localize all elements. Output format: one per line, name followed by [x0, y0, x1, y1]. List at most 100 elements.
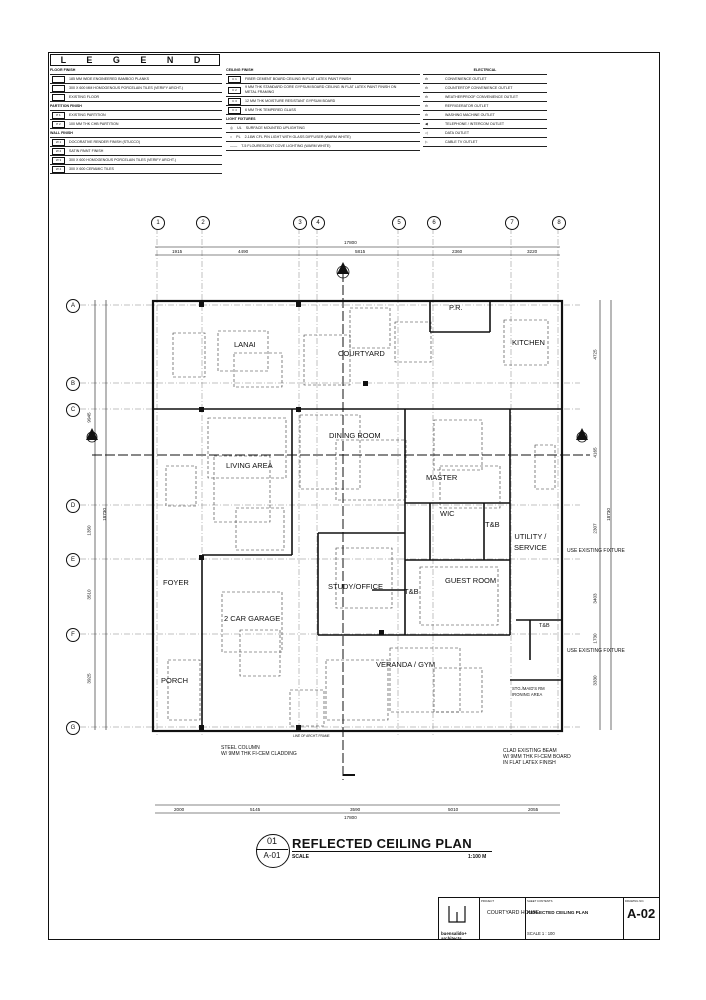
room-label-dining: DINING ROOM — [329, 431, 381, 440]
scale-value: 1:100 M — [468, 854, 487, 860]
dimension-bottom: 5145 — [250, 807, 261, 812]
room-label-powder-room: P.R. — [449, 303, 463, 312]
room-label-garage: 2 CAR GARAGE — [224, 614, 281, 623]
project-label: PROJECT — [481, 899, 495, 903]
dimension-bottom: 3590 — [350, 807, 361, 812]
electrical-header: ELECTRICAL — [423, 66, 547, 75]
room-label-veranda: VERANDA / GYM — [376, 660, 436, 669]
dimension-right: 4165 — [592, 447, 598, 458]
grid-bubble-column: 8 — [552, 216, 566, 230]
dimension-left: 9945 — [86, 412, 92, 423]
room-label-study: STUDY/OFFICE — [328, 582, 384, 591]
title-block: buensalido+ architects PROJECT COURTYARD… — [438, 897, 660, 941]
legend-column-1: FLOOR FINISH 185 MM WIDE ENGINEERED BAMB… — [50, 66, 222, 174]
drawing-number: 01 — [266, 836, 277, 846]
dimension-total-bottom: 17800 — [344, 815, 357, 820]
legend-column-3: ELECTRICAL ⊖CONVENIENCE OUTLET ⊖COUNTERT… — [423, 66, 547, 147]
title-block-divider — [525, 898, 526, 939]
legend-item: EXISTING FLOOR — [50, 93, 222, 102]
dimension-right: 4725 — [592, 349, 598, 360]
dimension-bottom: 5010 — [448, 807, 459, 812]
drawing-no-label: DRAWING NO. — [625, 899, 645, 903]
room-label-porch: PORCH — [161, 676, 189, 685]
grid-bubble-column: 4 — [311, 216, 325, 230]
legend-item: ⊖CONVENIENCE OUTLET — [423, 75, 547, 84]
grid-bubble-row: E — [66, 553, 80, 567]
weatherproof-outlet-icon: ⊖ — [425, 95, 429, 99]
note-existing-fixture-1: USE EXISTING FIXTURE — [567, 548, 625, 554]
legend-item: ⊖WEATHERPROOF CONVENIENCE OUTLET — [423, 93, 547, 102]
refrigerator-outlet-icon: ⊖ — [425, 104, 429, 108]
grid-bubble-row: B — [66, 377, 80, 391]
uplight-symbol-icon: ◎ — [230, 126, 234, 130]
room-label-lanai: LANAI — [234, 340, 256, 349]
light-fixtures-header: LIGHT FIXTURES — [226, 115, 420, 124]
grid-bubble-row: F — [66, 628, 80, 642]
floor-symbol-icon — [52, 84, 65, 92]
grid-bubble-column: 7 — [505, 216, 519, 230]
catv-outlet-icon: ▷ — [425, 140, 428, 144]
dimension-top: 3220 — [527, 249, 538, 254]
room-label-kitchen: KITCHEN — [512, 338, 545, 347]
room-label-maid: STG./MAID'S RM IRONING AREA — [512, 686, 545, 697]
grid-bubble-column: 5 — [392, 216, 406, 230]
dimension-right: 2307 — [592, 523, 598, 534]
dimension-bottom: 2055 — [528, 807, 539, 812]
partition-finish-header: PARTITION FINISH — [50, 102, 222, 111]
room-label-tb-master: T&B — [485, 520, 500, 529]
legend-title: L E G E N D — [50, 54, 220, 66]
data-outlet-icon: ◁ — [425, 131, 428, 135]
legend-item: 185 MM WIDE ENGINEERED BAMBOO PLANKS — [50, 75, 222, 84]
firm-logo-icon — [448, 906, 466, 923]
dimension-top: 2360 — [452, 249, 463, 254]
drawing-ref-sheet: A-01 — [263, 851, 281, 860]
legend-item: ⊖WASHING MACHINE OUTLET — [423, 111, 547, 120]
dimension-right: 3330 — [592, 675, 598, 686]
grid-bubble-row: A — [66, 299, 80, 313]
dimension-total-top: 17800 — [344, 240, 357, 245]
dimension-left: 3925 — [86, 673, 92, 684]
note-existing-fixture-2: USE EXISTING FIXTURE — [567, 648, 625, 654]
dimension-total-right: 18730 — [605, 508, 611, 521]
dimension-bottom: 2000 — [174, 807, 185, 812]
scale-row: SCALE 1 : 100 — [527, 931, 555, 936]
note-steel-column: STEEL COLUMN W/ 9MM THK FI-CEM CLADDING — [221, 745, 297, 757]
note-archt-frame: LINE OF ARCHT. FRAME — [293, 734, 330, 738]
outlet-icon: ⊖ — [425, 77, 429, 81]
grid-bubble-row: C — [66, 403, 80, 417]
floor-finish-header: FLOOR FINISH — [50, 66, 222, 75]
cove-light-line-icon: —— — [230, 144, 238, 148]
floor-symbol-icon — [52, 75, 65, 83]
grid-bubble-row: G — [66, 721, 80, 735]
room-label-master: MASTER — [426, 473, 458, 482]
ceiling-finish-header: CEILING FINISH — [226, 66, 420, 75]
sheet-contents-label: SHEET CONTENTS — [527, 899, 553, 903]
firm-logo-cell: buensalido+ architects — [439, 898, 480, 941]
room-label-guest: GUEST ROOM — [445, 576, 497, 585]
room-label-wic: WIC — [440, 509, 455, 518]
title-block-divider — [623, 898, 624, 939]
room-label-courtyard: COURTYARD — [338, 349, 385, 358]
room-label-tb-maid: T&B — [539, 623, 550, 629]
sheet-contents: REFLECTED CEILING PLAN — [527, 910, 589, 915]
scale-label: SCALE — [292, 854, 309, 860]
pinlight-symbol-icon: ○ — [230, 135, 233, 139]
drawing-title-underline — [292, 851, 492, 852]
legend-item: ——T-5 FLOURESCENT COVE LIGHTING (WARM WH… — [226, 142, 420, 151]
dimension-right: 1730 — [592, 633, 598, 644]
legend-item: ⊖COUNTERTOP CONVENIENCE OUTLET — [423, 84, 547, 93]
drawing-title: REFLECTED CEILING PLAN — [292, 836, 472, 851]
grid-bubble-column: 6 — [427, 216, 441, 230]
